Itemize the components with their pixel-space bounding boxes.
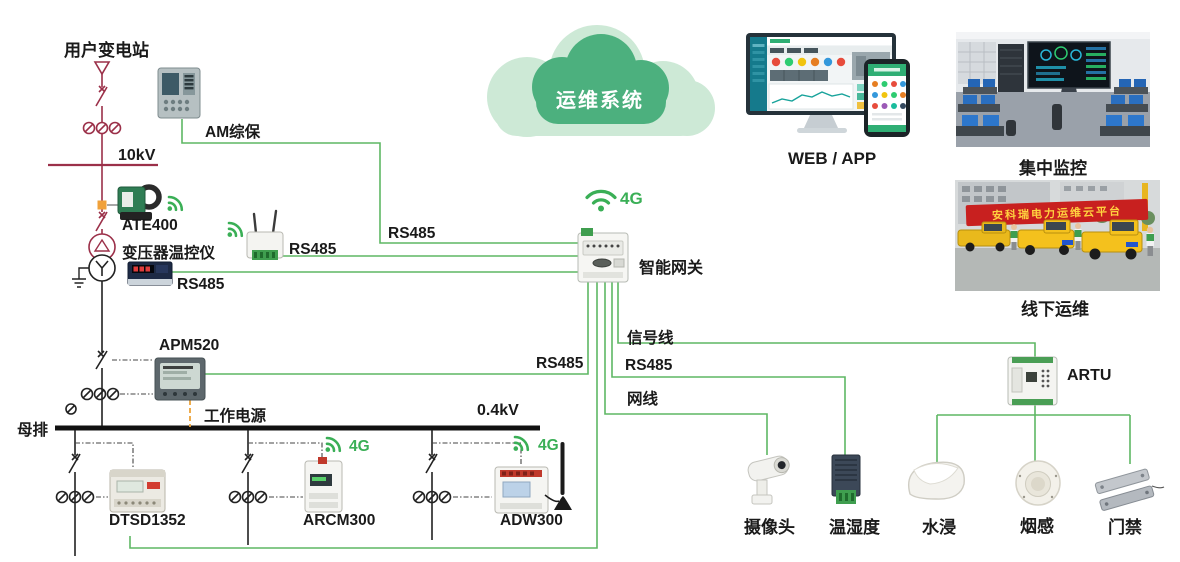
central-monitoring-label: 集中监控	[1019, 159, 1087, 178]
temp-controller-device-image	[127, 261, 173, 286]
worker-1	[1010, 224, 1018, 250]
temp-humidity-label: 温湿度	[829, 518, 880, 537]
ate400-device-image	[117, 184, 162, 220]
temp-controller-label: 变压器温控仪	[122, 245, 216, 262]
wireless-rs485-wifi-icon	[226, 221, 244, 239]
busbar-label: 母排	[17, 422, 49, 439]
door-contact-device-image	[1094, 468, 1165, 511]
transformer-wye	[95, 260, 109, 276]
apm520-label: APM520	[159, 337, 220, 354]
line-gateway-to-artu	[617, 282, 1036, 357]
gateway-4g-wifi-icon	[585, 189, 617, 212]
temp-humidity-device-image	[831, 454, 861, 504]
worker-3	[1146, 226, 1154, 256]
am-relay-label: AM综保	[205, 124, 261, 141]
field-ops-label: 线下运维	[1021, 300, 1089, 319]
dtsd1352-label: DTSD1352	[109, 512, 186, 529]
line-gateway-to-meter-bus	[129, 282, 598, 549]
ethernet-cable-label: 网线	[627, 391, 659, 408]
gateway-label: 智能网关	[639, 260, 704, 277]
adw300-4g-label: 4G	[538, 437, 559, 454]
door-access-label: 门禁	[1108, 518, 1142, 537]
cloud-label: 运维系统	[556, 90, 644, 112]
arcm300-label: ARCM300	[303, 512, 376, 529]
feeder3-breaker	[425, 453, 438, 474]
arcm300-device-image	[304, 457, 343, 513]
web-app-label: WEB / APP	[788, 149, 877, 168]
water-leak-device-image	[908, 461, 965, 500]
aux-power-label: 工作电源	[204, 408, 267, 425]
field-ops-photo: 安科瑞电力运维云平台	[955, 180, 1160, 291]
feeder2-breaker	[241, 453, 254, 474]
line-gateway-to-temp-humidity	[611, 282, 846, 457]
line-artu-sensor-bus	[936, 405, 1131, 464]
rs485-label-wireless: RS485	[289, 241, 337, 258]
water-leak-label: 水浸	[922, 518, 956, 537]
am-relay-device-image	[157, 67, 201, 119]
signal-cable-label: 信号线	[627, 330, 674, 347]
hv-single-line	[48, 61, 158, 261]
smoke-label: 烟感	[1020, 517, 1054, 536]
apm520-device-image	[154, 357, 206, 401]
comm-lines	[129, 119, 1131, 549]
hv-ct-row	[82, 121, 122, 135]
hv-voltage-label: 10kV	[118, 147, 156, 164]
feeder1-cts	[55, 490, 95, 504]
substation-title: 用户变电站	[64, 41, 149, 60]
ops-cloud	[487, 25, 715, 137]
van-2	[1017, 219, 1075, 255]
incomer-arrow	[93, 61, 111, 76]
rs485-label-temp-controller: RS485	[177, 276, 225, 293]
lv-main-breaker	[95, 350, 108, 370]
rs485-label-gateway: RS485	[625, 357, 673, 374]
ate400-label: ATE400	[122, 217, 178, 234]
feeder2-cts	[228, 490, 268, 504]
arcm300-4g-label: 4G	[349, 438, 370, 455]
adw300-label: ADW300	[500, 512, 563, 529]
transformer-delta	[93, 238, 111, 252]
camera-label: 摄像头	[744, 518, 795, 537]
line-am-relay-to-gateway	[181, 119, 578, 244]
line-apm520-to-gateway	[205, 282, 589, 375]
rs485-label-am-relay: RS485	[388, 225, 436, 242]
lv-voltage-label: 0.4kV	[477, 402, 519, 419]
van-1	[957, 221, 1011, 252]
worker-2	[1074, 223, 1082, 250]
smoke-detector-device-image	[1015, 460, 1061, 506]
gateway-device-image	[577, 228, 629, 283]
lv-ct-row	[65, 387, 120, 415]
rs485-label-apm520: RS485	[536, 355, 584, 372]
ground-symbol	[72, 267, 89, 288]
gateway-4g-label: 4G	[620, 189, 643, 208]
line-gateway-to-camera	[604, 282, 768, 455]
artu-label: ARTU	[1067, 367, 1112, 384]
van-3	[1081, 219, 1143, 260]
camera-device-image	[747, 455, 790, 505]
ate400-wireless-icon	[166, 195, 184, 213]
wireless-rs485-device-image	[246, 209, 284, 260]
dtsd1352-device-image	[109, 469, 166, 513]
hv-breaker-2	[95, 211, 108, 232]
web-app-image	[746, 33, 910, 137]
arcm300-4g-icon	[324, 436, 342, 454]
central-monitoring-photo	[956, 32, 1150, 147]
feeder3-cts	[412, 490, 452, 504]
adw300-device-image	[494, 442, 572, 514]
hv-breaker-1	[95, 85, 108, 107]
measurement-taps	[75, 359, 522, 498]
artu-device-image	[1007, 356, 1058, 406]
feeder1-breaker	[68, 453, 81, 474]
banner-text: 安科瑞电力运维云平台	[992, 204, 1122, 223]
fuse-switch-marker	[97, 200, 107, 210]
